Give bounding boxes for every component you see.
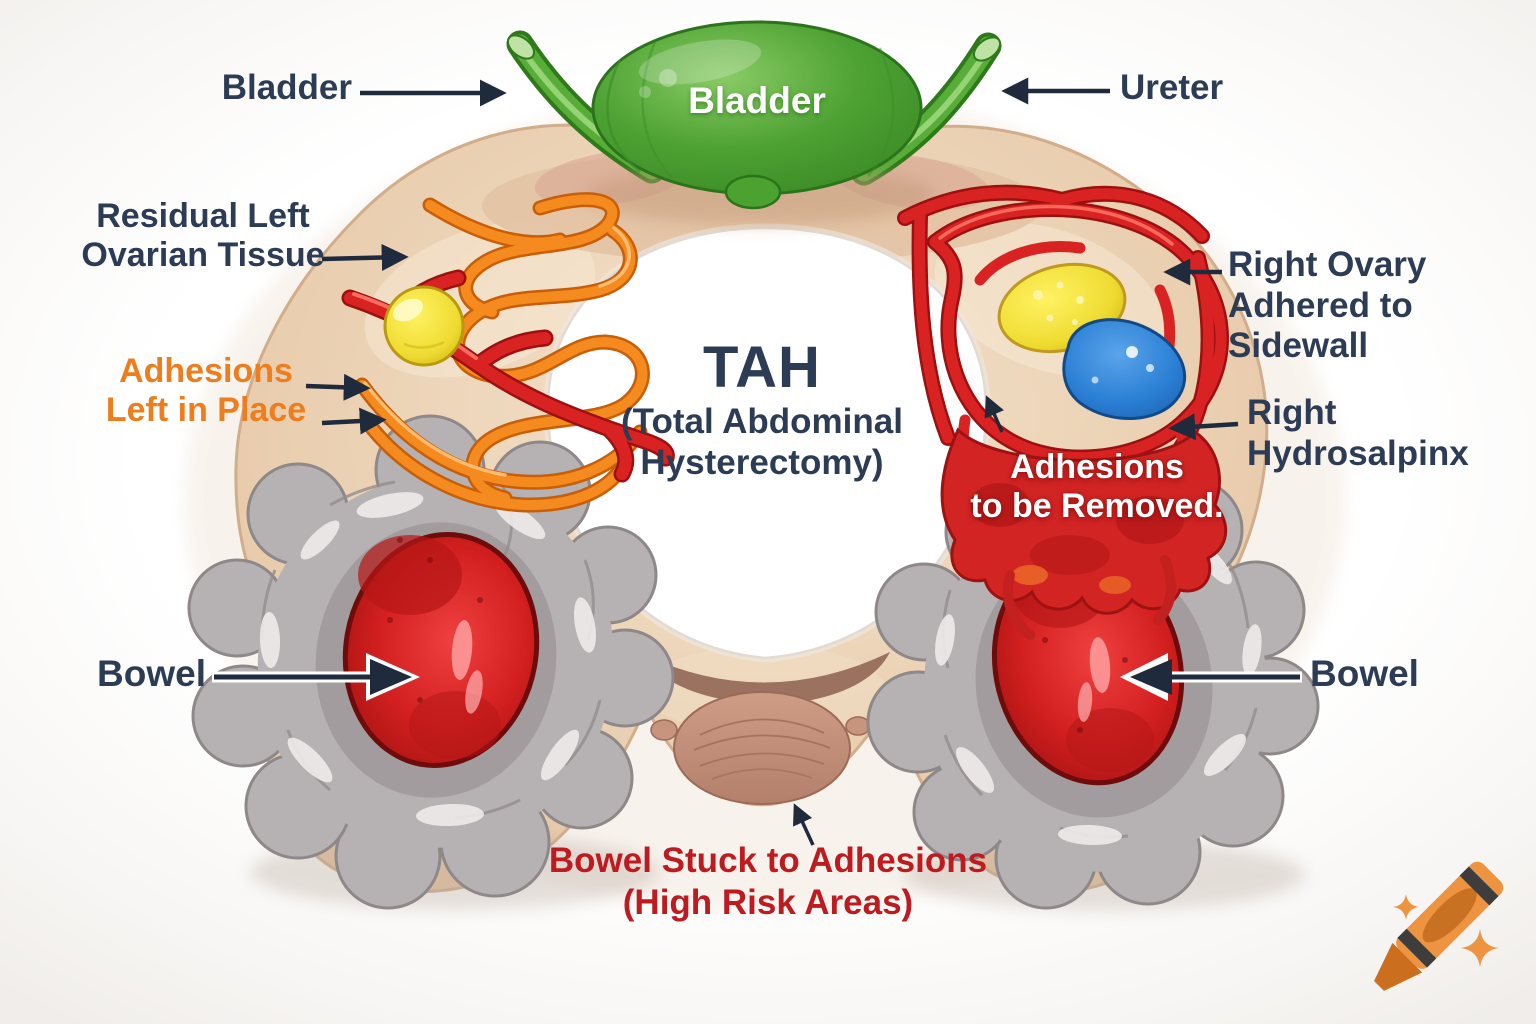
residual-ovary-organ [383,285,465,367]
label-residual-left-ovarian-tissue: Residual Left Ovarian Tissue [81,197,325,275]
pointer-arrows [305,77,1239,846]
label-bowel-stuck-high-risk: Bowel Stuck to Adhesions (High Risk Area… [548,841,988,922]
arrow-bowel-right [1120,653,1302,701]
label-tah-acronym: TAH [703,335,821,400]
label-right-hydrosalpinx: Right Hydrosalpinx [1247,393,1469,473]
label-ureter: Ureter [1120,68,1224,107]
left-bowel [187,414,675,910]
sparkle-icon [1393,894,1419,920]
arrow-right-hydrosalpinx [1168,413,1239,441]
label-bladder-organ: Bladder [688,80,826,121]
label-adhesions-left-in-place: Adhesions Left in Place [105,352,307,430]
label-tah-expansion: (Total Abdominal Hysterectomy) [621,402,903,482]
label-bowel-left: Bowel [97,653,206,694]
vaginal-cuff [642,652,890,805]
arrow-adhesions-1 [305,373,371,401]
sparkle-icon [1461,929,1499,967]
arrow-bowel-stuck [793,803,815,846]
label-adhesions-to-be-removed: Adhesions to be Removed. [970,448,1224,526]
arrow-adhesions-2 [321,407,387,435]
adhesions-to-remove-mass [940,427,1228,640]
left-adhesions-group [341,192,675,513]
crayon-icon [1374,861,1504,991]
hydrosalpinx-organ [1062,318,1187,420]
label-right-ovary-adhered: Right Ovary Adhered to Sidewall [1228,245,1427,366]
label-bladder: Bladder [221,68,352,107]
arrow-residual-ovarian-tissue [321,244,409,272]
label-bowel-right: Bowel [1310,653,1419,694]
arrow-adhesions-removed [984,395,1004,433]
right-adhesions-group [897,184,1229,640]
bladder-organ [585,20,935,225]
arrow-bowel-left [212,653,420,701]
